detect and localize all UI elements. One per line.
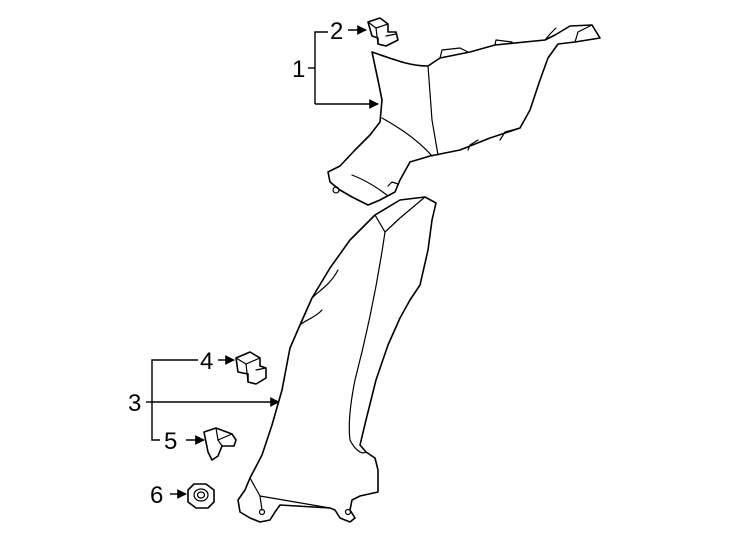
callout-1-label: 1 <box>292 56 305 83</box>
callout-3-label: 3 <box>128 390 141 417</box>
callout-1-bracket <box>314 31 328 104</box>
leader-lines <box>146 25 379 499</box>
nut-part-6 <box>187 483 215 509</box>
callout-4-label: 4 <box>200 348 213 375</box>
lower-pillar-trim-panel <box>237 196 437 523</box>
callout-6-label: 6 <box>150 482 163 509</box>
callout-3-bracket <box>151 359 198 441</box>
clip-part-4 <box>235 351 267 385</box>
clip-part-2 <box>367 17 399 47</box>
callout-labels: 2 1 4 3 5 6 <box>128 18 343 509</box>
upper-pillar-trim-panel <box>327 24 601 206</box>
retainer-part-5 <box>203 427 237 461</box>
callout-2-label: 2 <box>330 18 343 45</box>
callout-5-label: 5 <box>164 428 177 455</box>
